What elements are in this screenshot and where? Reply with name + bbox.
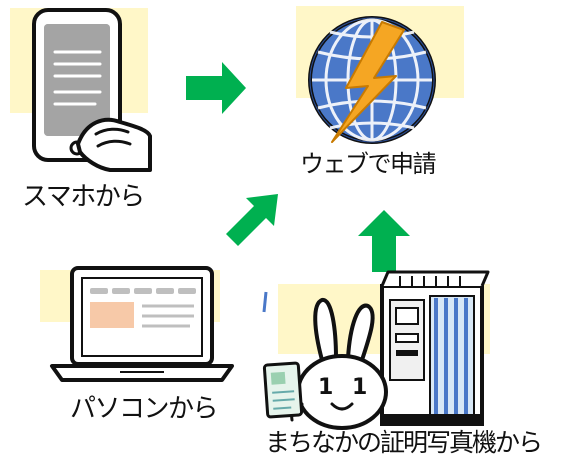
arrow-pc-to-web — [226, 194, 278, 246]
divider-mark — [262, 291, 268, 313]
label-web-application: ウェブで申請 — [300, 150, 437, 178]
svg-text:1: 1 — [352, 375, 367, 400]
label-photo-booth: まちなかの証明写真機から — [265, 428, 543, 457]
arrow-booth-to-web — [358, 210, 410, 272]
laptop-icon — [50, 266, 234, 382]
globe-icon — [308, 16, 436, 144]
id-card-icon — [262, 361, 304, 419]
smartphone-icon — [32, 8, 152, 172]
rabbit-mascot-icon: 1 1 — [290, 298, 388, 430]
photo-booth-icon — [380, 270, 490, 426]
svg-text:1: 1 — [318, 375, 333, 400]
label-smartphone: スマホから — [22, 182, 145, 212]
label-pc: パソコンから — [70, 394, 219, 424]
arrow-smartphone-to-web — [186, 62, 246, 114]
